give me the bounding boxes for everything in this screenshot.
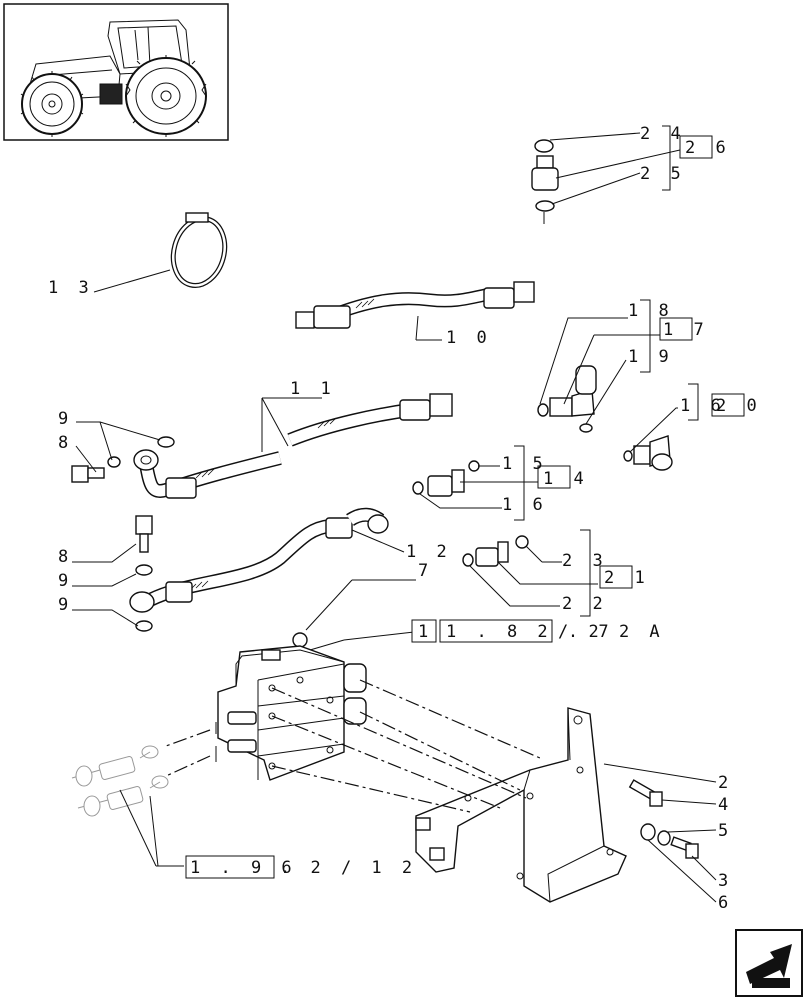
callout-22: 2 2 — [562, 594, 608, 614]
valve-reference-a — [292, 579, 553, 651]
callout-6: 6 — [718, 893, 733, 913]
callout-15: 1 5 — [502, 454, 548, 474]
fitting-24-25 — [531, 125, 713, 224]
callout-2: 2 — [718, 773, 733, 793]
ghost-hoses — [71, 745, 184, 867]
callout-10: 1 0 — [446, 328, 492, 348]
mounting-bracket — [415, 707, 627, 903]
adapter-14-15-16 — [412, 445, 571, 521]
callout-12: 1 2 — [406, 542, 452, 562]
reference-tail-2-12: . 2 / 1 2 — [280, 858, 417, 878]
hose-10 — [295, 281, 535, 341]
tractor-icon — [20, 19, 207, 137]
callout-25: 2 5 — [640, 164, 686, 184]
assembly-lines — [165, 679, 541, 813]
callout-18: 1 8 — [628, 301, 674, 321]
callout-4: 4 — [718, 795, 733, 815]
reference-box-1-96 — [185, 855, 275, 879]
callout-9-upper: 9 — [58, 409, 73, 429]
fasteners-2-6 — [603, 763, 717, 903]
callout-3: 3 — [718, 871, 733, 891]
callout-5: 5 — [718, 821, 733, 841]
callout-9-lower: 9 — [58, 595, 73, 615]
reference-box-1-82-7: 1 . 8 2 . 7 — [446, 622, 614, 642]
reference-tail-22a: / 2 2 A — [558, 622, 665, 642]
callout-11: 1 1 — [290, 379, 336, 399]
callout-20: 2 0 — [716, 396, 762, 416]
pipe-11 — [71, 393, 453, 499]
callout-13: 1 3 — [48, 278, 94, 298]
callout-23: 2 3 — [562, 551, 608, 571]
valve-block — [217, 645, 367, 781]
callout-26: 2 6 — [685, 138, 731, 158]
pipe-12 — [72, 507, 405, 632]
reference-1-96: 1 . 9 6 — [190, 858, 297, 878]
adapter-21-22-23 — [462, 529, 633, 617]
tractor-thumbnail — [3, 3, 229, 141]
callout-21: 2 1 — [604, 568, 650, 588]
elbow-fitting-18-19 — [537, 299, 693, 433]
callout-24: 2 4 — [640, 124, 686, 144]
callout-8-upper: 8 — [58, 433, 73, 453]
next-page-arrow-icon[interactable] — [735, 929, 803, 997]
callout-19: 1 9 — [628, 347, 674, 367]
callout-16-top: 1 6 — [680, 396, 726, 416]
reference-box-1: 1 — [418, 622, 433, 642]
callout-9-mid: 9 — [58, 571, 73, 591]
callout-7: 7 — [418, 561, 433, 581]
elbow-fitting-16-20 — [623, 383, 745, 471]
callout-14: 1 4 — [543, 469, 589, 489]
callout-17: 1 7 — [663, 320, 709, 340]
callout-16-bottom: 1 6 — [502, 495, 548, 515]
hose-clamp-13 — [93, 212, 228, 293]
callout-8-lower: 8 — [58, 547, 73, 567]
